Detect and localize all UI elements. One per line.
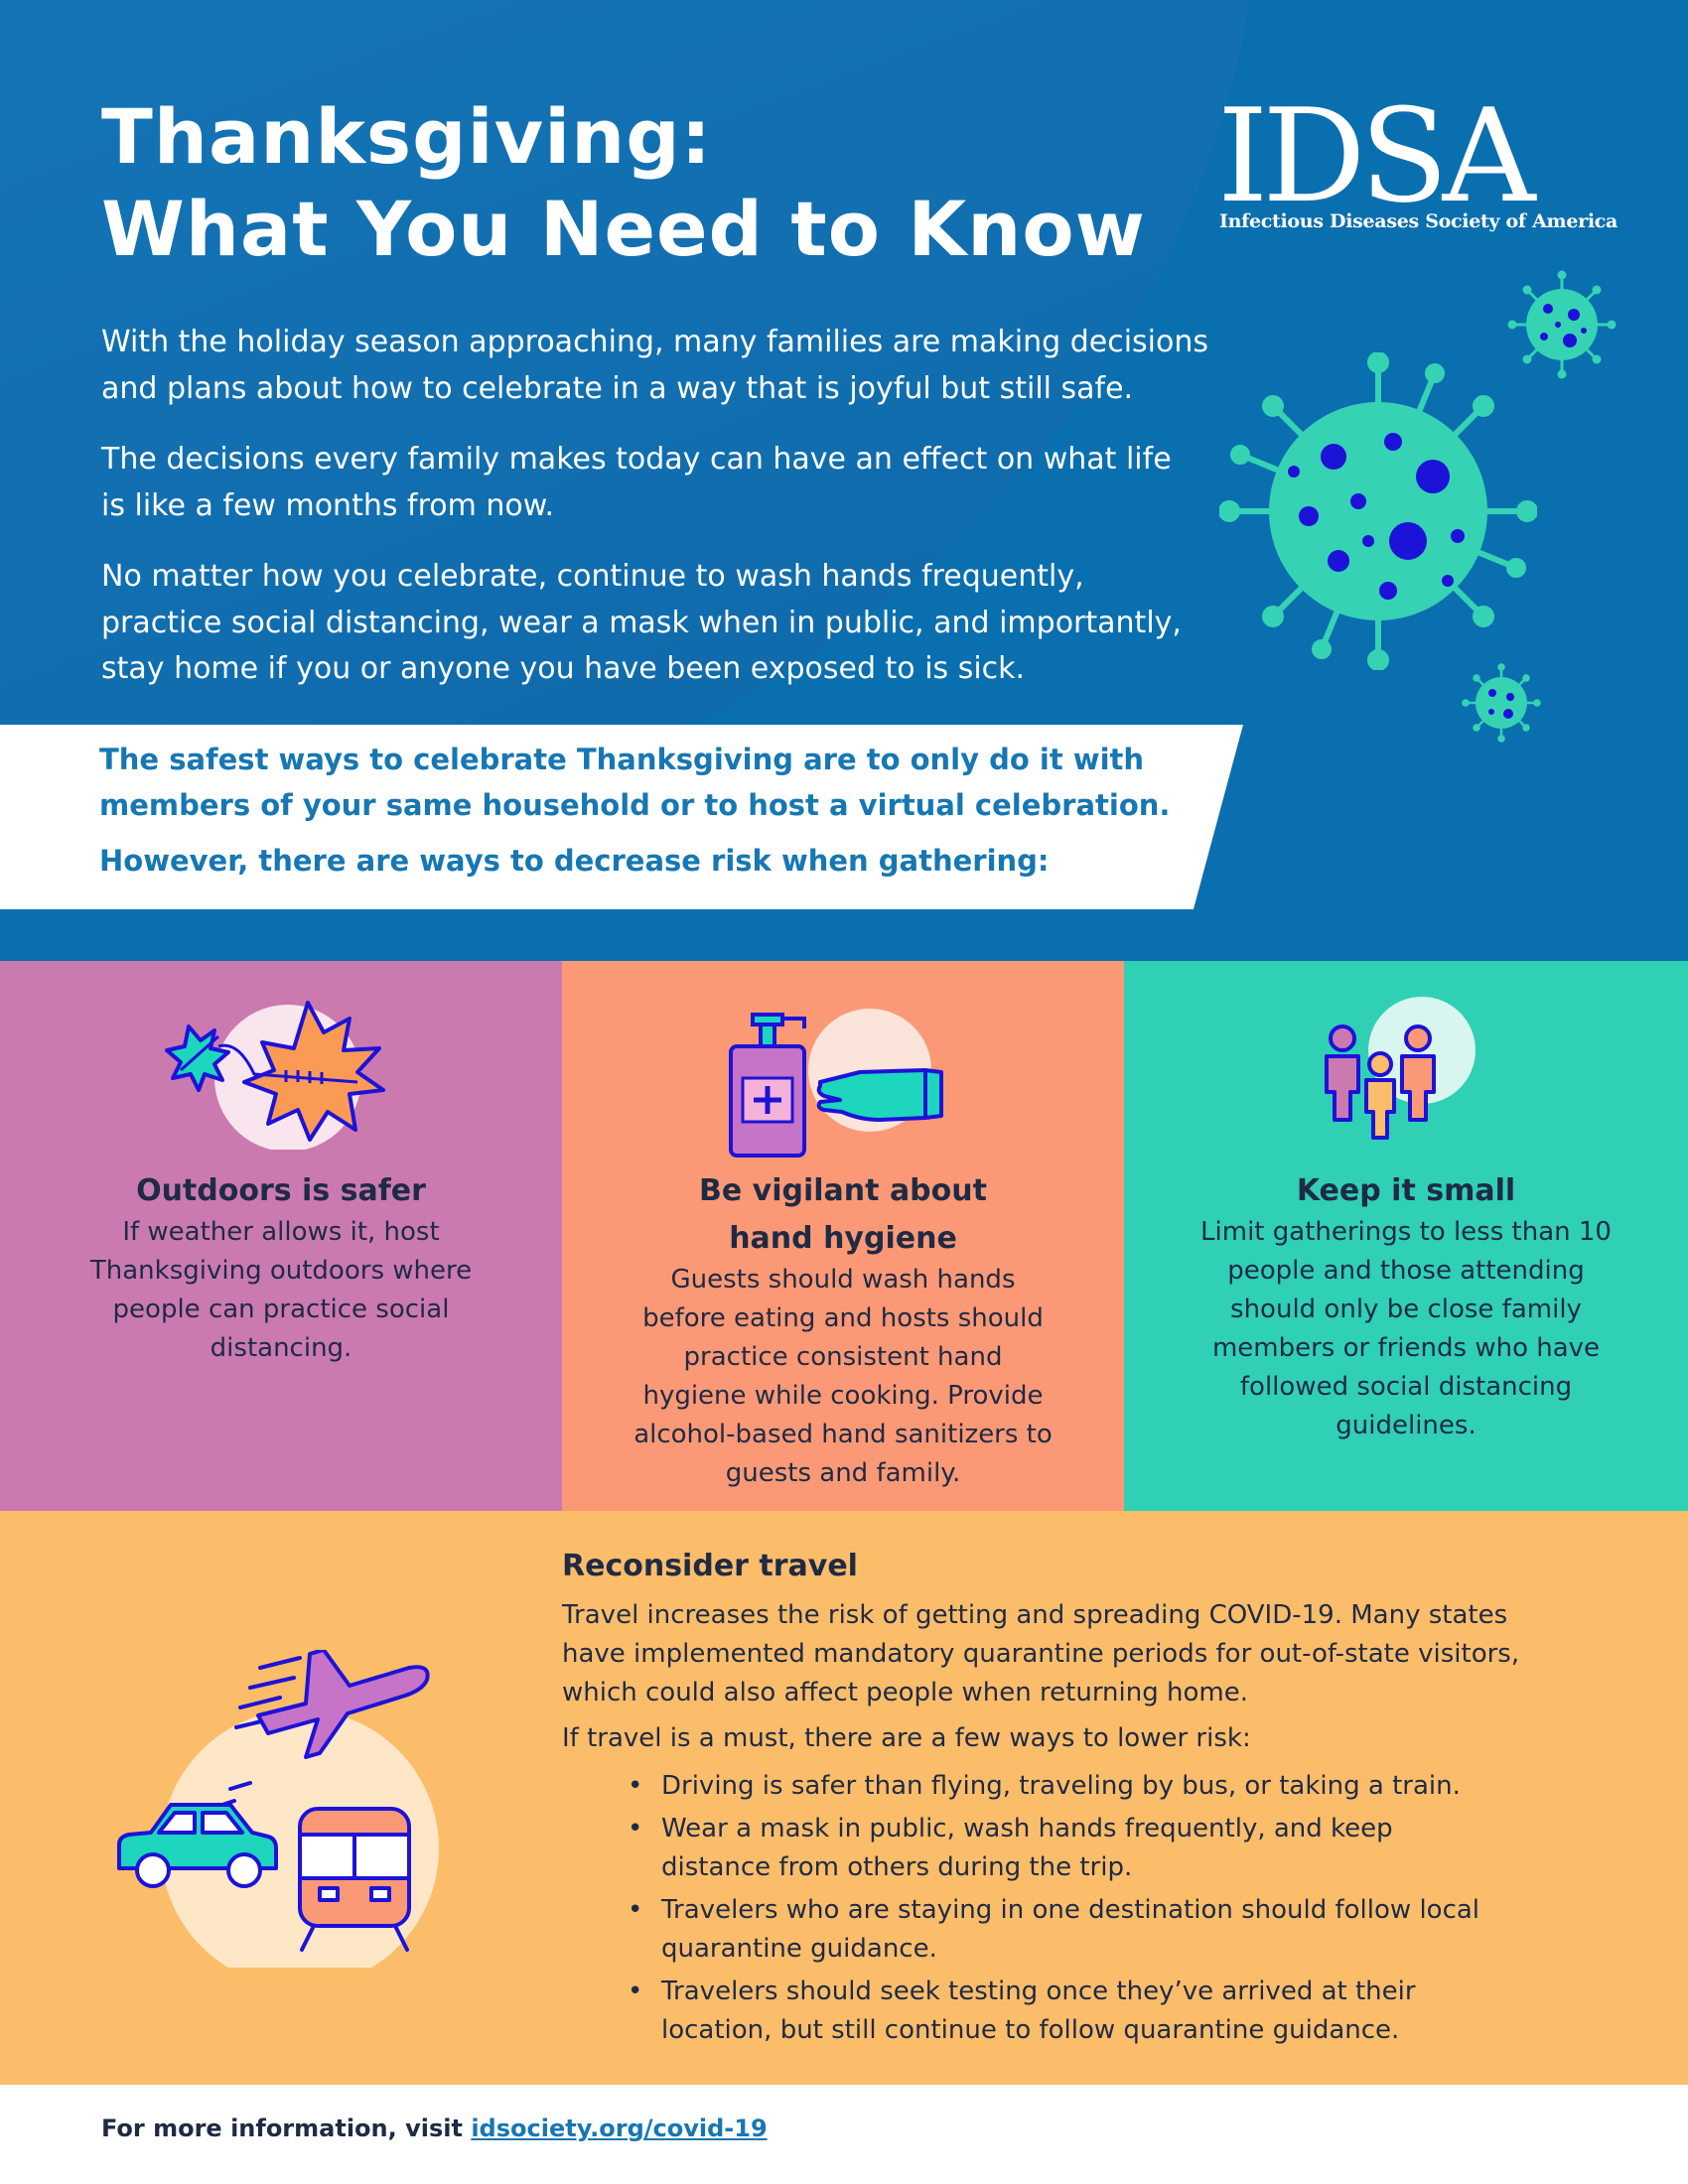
list-item: • Travelers who are staying in one destin…: [628, 1891, 1481, 1969]
footer-text: For more information, visit: [101, 2115, 463, 2142]
virus-icon: [1219, 352, 1537, 670]
banner-line-1: The safest ways to celebrate Thanksgivin…: [99, 743, 1145, 776]
footer: For more information, visit idsociety.or…: [101, 2115, 768, 2142]
title-line-2: What You Need to Know: [101, 184, 1146, 273]
maple-leaves-icon: [159, 991, 417, 1154]
footer-link[interactable]: idsociety.org/covid-19: [471, 2115, 768, 2142]
list-bullet: •: [628, 1895, 643, 1925]
small-title: Keep it small: [1296, 1173, 1516, 1208]
outdoors-body: If weather allows it, host Thanksgiving …: [89, 1217, 473, 1363]
panel-small: Keep it small Limit gatherings to less t…: [1124, 961, 1688, 1511]
list-bullet: •: [628, 1977, 643, 2006]
list-item: • Driving is safer than flying, traveling…: [628, 1767, 1481, 1806]
panel-outdoors: Outdoors is safer If weather allows it, …: [0, 961, 562, 1511]
travel-lead: If travel is a must, there are a few way…: [562, 1723, 1251, 1753]
banner-line-3: However, there are ways to decrease risk…: [99, 844, 1050, 878]
list-item: • Travelers should seek testing once they…: [628, 1973, 1481, 2050]
hygiene-body: Guests should wash hands before eating a…: [633, 1265, 1053, 1488]
outdoors-title: Outdoors is safer: [136, 1173, 426, 1208]
virus-icon: [1507, 270, 1617, 379]
travel-illustration: [111, 1648, 489, 1987]
virus-icon: [1462, 663, 1541, 743]
travel-tip-text: Travelers who are staying in one destina…: [661, 1895, 1480, 1964]
list-bullet: •: [628, 1814, 643, 1843]
hand-sanitizer-icon: [721, 1009, 959, 1161]
page-title: Thanksgiving: What You Need to Know: [101, 91, 1146, 275]
list-item: • Wear a mask in public, wash hands frequ…: [628, 1810, 1481, 1887]
intro-paragraph-2: The decisions every family makes today c…: [101, 442, 1172, 523]
list-bullet: •: [628, 1771, 643, 1801]
travel-body: Travel increases the risk of getting and…: [562, 1600, 1520, 1707]
travel-tip-text: Travelers should seek testing once they’…: [661, 1977, 1416, 2045]
intro-paragraph-1: With the holiday season approaching, man…: [101, 325, 1208, 406]
small-body: Limit gatherings to less than 10 people …: [1200, 1217, 1612, 1440]
travel-section: Reconsider travel Travel increases the r…: [0, 1511, 1688, 2085]
travel-tips-list: • Driving is safer than flying, traveling…: [628, 1767, 1481, 2054]
family-icon: [1313, 991, 1491, 1173]
safety-banner: The safest ways to celebrate Thanksgivin…: [0, 725, 1243, 909]
hygiene-title-line-2: hand hygiene: [729, 1221, 957, 1256]
idsa-logo-subtitle: Infectious Diseases Society of America: [1219, 210, 1618, 232]
intro-paragraph-3: No matter how you celebrate, continue to…: [101, 559, 1182, 686]
hygiene-title: Be vigilant about hand hygiene: [562, 1167, 1124, 1263]
idsa-logo: IDSA: [1217, 80, 1536, 231]
header: Thanksgiving: What You Need to Know With…: [0, 0, 1688, 961]
car-icon: [117, 1781, 278, 1888]
train-icon: [298, 1807, 411, 1952]
title-line-1: Thanksgiving:: [101, 92, 713, 181]
banner-line-2: members of your same household or to hos…: [99, 788, 1171, 822]
travel-tip-text: Driving is safer than flying, traveling …: [661, 1771, 1461, 1801]
travel-tip-text: Wear a mask in public, wash hands freque…: [661, 1814, 1393, 1882]
panel-hygiene: Be vigilant about hand hygiene Guests sh…: [562, 961, 1124, 1511]
travel-title: Reconsider travel: [562, 1549, 858, 1583]
hygiene-title-line-1: Be vigilant about: [699, 1173, 987, 1208]
airplane-icon: [234, 1648, 430, 1759]
